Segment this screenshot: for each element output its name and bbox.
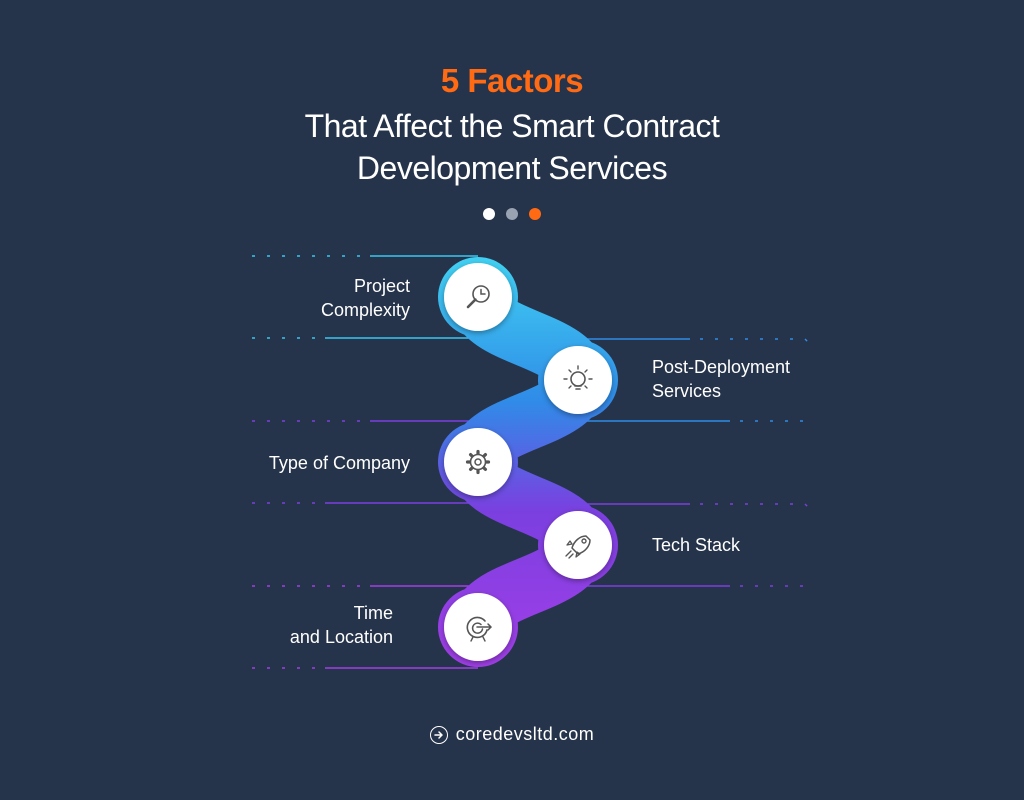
guide-dashed	[245, 585, 360, 591]
pagination-dots	[0, 208, 1024, 220]
factor-node	[444, 263, 512, 331]
factor-label-line: and Location	[289, 627, 393, 647]
guide-lines	[578, 338, 810, 422]
factor-label-line: Post-Deployment	[652, 357, 791, 377]
factor-node	[544, 346, 612, 414]
node-disc	[544, 511, 612, 579]
guide-lines	[245, 255, 478, 339]
factor-label: Type of Company	[269, 451, 410, 475]
target-icon	[466, 616, 493, 642]
factor-label-line: Type of Company	[268, 453, 410, 473]
factor-label: Tech Stack	[652, 533, 740, 557]
rocket-icon	[565, 535, 591, 559]
guide-dashed	[740, 581, 810, 587]
node-disc	[444, 263, 512, 331]
gear-icon	[465, 449, 491, 475]
factor-label-line: Services	[652, 381, 722, 401]
node-disc	[544, 346, 612, 414]
factor-label-line: Project	[353, 276, 410, 296]
title-line-1: That Affect the Smart Contract	[304, 108, 720, 144]
guide-dashed	[245, 333, 315, 339]
lightbulb-icon	[563, 365, 593, 390]
guide-dashed	[245, 420, 360, 426]
guide-dashed	[245, 255, 360, 261]
dot-gray	[506, 208, 518, 220]
factor-label-line: Time	[353, 603, 393, 623]
factor-node	[544, 511, 612, 579]
footer-url[interactable]: coredevsltd.com	[455, 724, 595, 744]
dot-orange	[529, 208, 541, 220]
guide-lines	[578, 503, 810, 587]
guide-dashed	[700, 503, 810, 509]
guide-dashed	[740, 416, 810, 422]
factor-label: Time and Location	[290, 601, 393, 649]
factor-label-line: Tech Stack	[652, 535, 741, 555]
footer[interactable]: coredevsltd.com	[0, 724, 1024, 745]
factor-node	[444, 428, 512, 496]
guide-lines	[245, 585, 478, 669]
title-accent: 5 Factors	[440, 62, 584, 99]
guide-lines	[245, 420, 478, 504]
factor-label-line: Complexity	[320, 300, 410, 320]
magnifier-clock-icon	[466, 285, 490, 309]
guide-dashed	[245, 498, 315, 504]
arrow-right-circle-icon	[429, 725, 448, 744]
guide-dashed	[245, 663, 315, 669]
title-line-2: Development Services	[356, 150, 668, 186]
dot-white	[483, 208, 495, 220]
guide-dashed	[700, 338, 810, 344]
factor-node	[444, 593, 512, 661]
